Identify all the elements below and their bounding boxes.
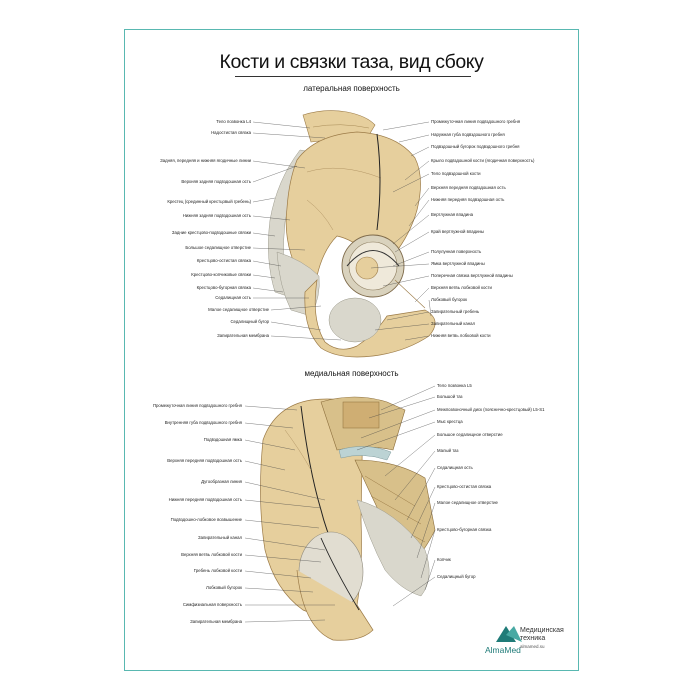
brand-logo: AlmaMed	[485, 645, 521, 655]
label-top-right: Лобковый бугорок	[431, 297, 467, 302]
label-bottom-left: Верхняя ветвь лобковой кости	[181, 552, 242, 557]
almamed-logo-icon	[496, 626, 522, 642]
label-top-right: Промежуточная линия подвздошного гребня	[431, 119, 521, 124]
title-underline	[235, 76, 471, 77]
label-bottom-right: Седалищный бугор	[437, 574, 476, 579]
label-bottom-right: Большое седалищное отверстие	[437, 432, 503, 437]
label-top-left: Запирательная мембрана	[217, 333, 269, 338]
label-bottom-left: Запирательная мембрана	[190, 619, 242, 624]
label-bottom-right: Седалищная ость	[437, 465, 473, 470]
brand-site: almamed.su	[520, 644, 545, 649]
label-top-right: Наружная губа подвздошного гребня	[431, 132, 505, 137]
brand-line-1: Медицинская	[520, 627, 564, 634]
label-top-left: Нижняя задняя подвздошная ость	[182, 213, 251, 218]
brand-line-2: техника	[520, 635, 546, 642]
label-bottom-right: Малый таз	[437, 448, 459, 453]
label-bottom-left: Дугообразная линия	[201, 479, 242, 484]
label-bottom-left: Гребень лобковой кости	[193, 568, 242, 573]
label-bottom-right: Крестцово-остистая связка	[437, 484, 492, 489]
label-top-right: Полулунная поверхность	[431, 249, 482, 254]
pelvis-illustration	[244, 110, 522, 642]
label-bottom-left: Подвздошная ямка	[203, 437, 242, 442]
label-bottom-right: Межпозвоночный диск (пояснично-крестцовы…	[437, 407, 545, 412]
label-bottom-left: Запирательный канал	[198, 535, 242, 540]
label-top-left: Большое седалищное отверстие	[185, 245, 251, 250]
label-top-left: Верхняя задняя подвздошная ость	[181, 179, 251, 184]
label-bottom-left: Верхняя передняя подвздошная ость	[167, 458, 242, 463]
label-top-right: Крыло подвздошной кости (ягодичная повер…	[431, 158, 535, 163]
label-bottom-right: Малое седалищное отверстие	[437, 500, 498, 505]
label-top-left: Надостистая связка	[211, 130, 251, 135]
label-top-left: Седалищный бугор	[230, 319, 269, 324]
label-top-right: Вертлужная впадина	[431, 212, 473, 217]
label-top-left: Малое седалищное отверстие	[208, 307, 269, 312]
label-top-right: Подвздошный бугорок подвздошного гребня	[431, 144, 520, 149]
label-top-right: Ямка вертлужной впадины	[431, 261, 485, 266]
label-top-right: Верхняя передняя подвздошная ость	[431, 185, 506, 190]
label-top-left: Крестцово-копчиковые связки	[191, 272, 251, 277]
label-bottom-left: Нижняя передняя подвздошная ость	[168, 497, 242, 502]
label-top-right: Нижняя ветвь лобковой кости	[431, 333, 491, 338]
label-bottom-right: Большой таз	[437, 394, 463, 399]
label-top-right: Верхняя ветвь лобковой кости	[431, 285, 492, 290]
label-top-right: Поперечная связка вертлужной впадины	[431, 273, 513, 278]
lateral-pelvis-drawing	[268, 110, 436, 358]
label-bottom-left: Промежуточная линия подвздошного гребня	[152, 403, 242, 408]
label-top-right: Край вертлужной впадины	[431, 229, 484, 234]
label-top-left: Задняя, передняя и нижняя ягодичные лини…	[160, 158, 251, 163]
label-bottom-left: Подвздошно-лобковое возвышение	[170, 517, 242, 522]
label-top-right: Нижняя передняя подвздошная ость	[431, 197, 505, 202]
label-bottom-left: Симфизиальная поверхность	[182, 602, 242, 607]
label-top-left: Крестец (срединный крестцовый гребень)	[167, 199, 251, 204]
label-top-left: Задние крестцово-подвздошные связки	[171, 230, 251, 235]
label-bottom-right: Тело позвонка L5	[437, 383, 472, 388]
medial-pelvis-drawing	[260, 396, 436, 641]
label-bottom-right: Копчик	[437, 557, 451, 562]
label-top-left: Крестцово-бугорная связка	[196, 285, 251, 290]
label-top-right: Тело подвздошной кости	[431, 171, 481, 176]
label-top-left: Седалищная ость	[215, 295, 251, 300]
page-title: Кости и связки таза, вид сбоку	[219, 51, 484, 73]
label-bottom-left: Лобковый бугорок	[206, 585, 242, 590]
section-title-medial: медиальная поверхность	[304, 369, 399, 378]
label-bottom-left: Внутренняя губа подвздошного гребня	[164, 420, 242, 425]
label-top-right: Запирательный гребень	[431, 309, 480, 314]
section-title-lateral: латеральная поверхность	[303, 84, 400, 93]
label-bottom-right: Мыс крестца	[437, 419, 463, 424]
label-top-left: Крестцово-остистая связка	[196, 258, 251, 263]
label-top-right: Запирательный канал	[431, 321, 475, 326]
leader-lines	[244, 121, 436, 623]
label-top-left: Тело позвонка L4	[216, 119, 251, 124]
poster: Кости и связки таза, вид сбоку латеральн…	[124, 29, 579, 671]
label-bottom-right: Крестцово-бугорная связка	[437, 527, 492, 532]
